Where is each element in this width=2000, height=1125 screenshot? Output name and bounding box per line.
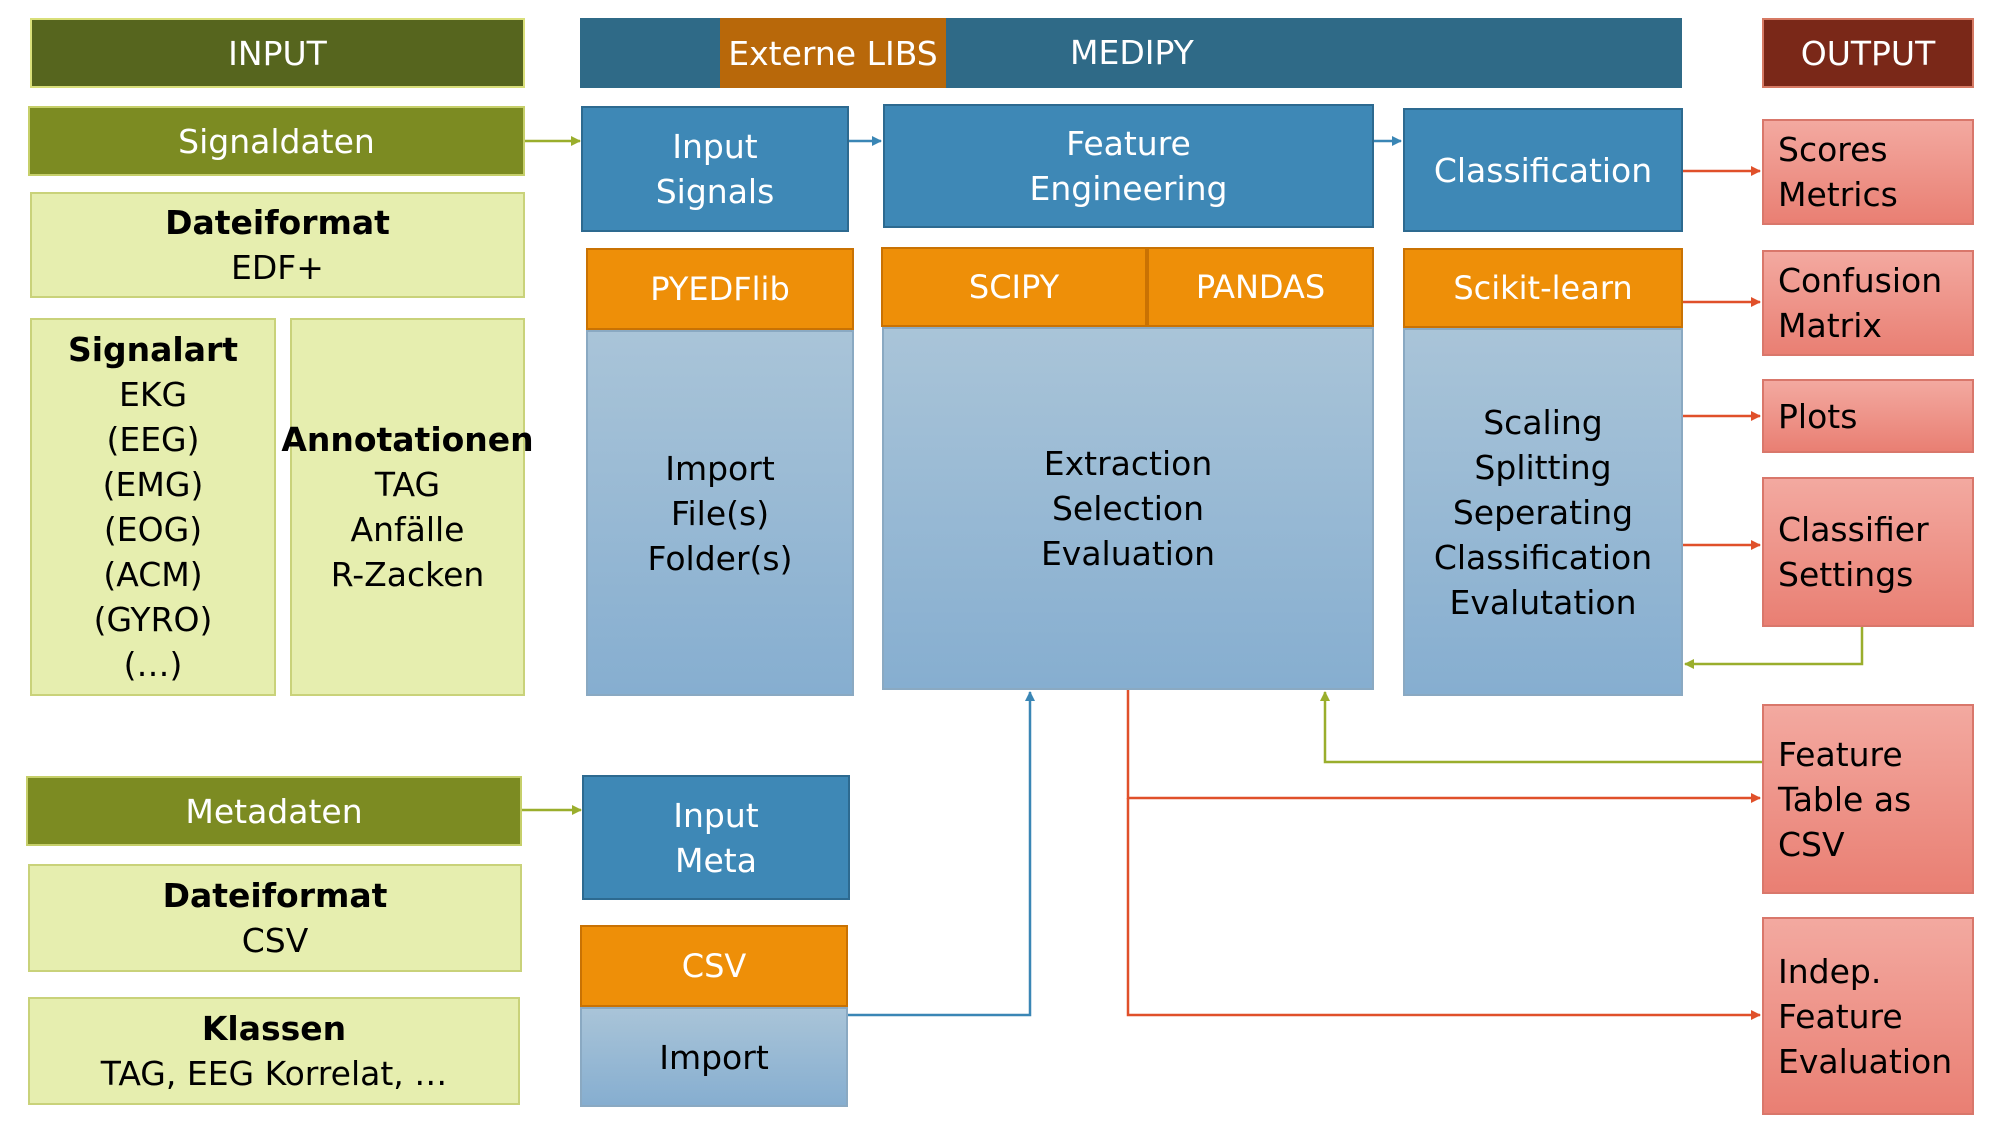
signaldaten-bar: Signaldaten <box>28 106 525 176</box>
output-plots-label: Plots <box>1778 396 1858 436</box>
csv-lib-box: CSV <box>580 925 848 1007</box>
output-feature-table-line: Table as <box>1778 779 1912 819</box>
output-scores-box: Scores Metrics <box>1762 119 1974 225</box>
signaldaten-label: Signaldaten <box>178 121 375 161</box>
annotationen-item: Anfälle <box>350 510 465 549</box>
klassen-box: Klassen TAG, EEG Korrelat, … <box>28 997 520 1105</box>
dateiformat-signal-box: Dateiformat EDF+ <box>30 192 525 298</box>
csv-lib-label: CSV <box>681 947 747 985</box>
pyedflib-box: PYEDFlib <box>586 248 854 330</box>
input-meta-box: Input Meta <box>582 775 850 900</box>
arrow-to-feature-table <box>1126 690 1761 803</box>
signalart-item: (EOG) <box>103 510 203 549</box>
metadaten-bar: Metadaten <box>26 776 522 846</box>
classification-steps-box: Scaling Splitting Seperating Classificat… <box>1403 328 1683 696</box>
signalart-title: Signalart <box>67 330 239 369</box>
feature-engineering-box: Feature Engineering <box>883 104 1374 228</box>
output-feature-table-box: Feature Table as CSV <box>1762 704 1974 894</box>
output-classifier-line: Settings <box>1778 555 1914 594</box>
extraction-step: Extraction <box>1043 444 1213 483</box>
dateiformat-signal-title: Dateiformat <box>165 203 390 242</box>
output-confusion-line: Confusion <box>1778 261 1943 300</box>
output-indep-box: Indep. Feature Evaluation <box>1762 917 1974 1115</box>
output-plots-box: Plots <box>1762 379 1974 453</box>
import-step: Folder(s) <box>647 538 793 578</box>
signalart-item: (EEG) <box>106 420 200 459</box>
import-steps-box: Import File(s) Folder(s) <box>586 330 854 696</box>
pandas-label: PANDAS <box>1195 268 1326 306</box>
output-scores-line: Scores <box>1778 130 1888 169</box>
output-indep-line: Indep. <box>1778 951 1882 991</box>
arrow-classifier-settings-feedback <box>1684 627 1864 669</box>
input-signals-box: Input Signals <box>581 106 849 232</box>
output-scores-line: Metrics <box>1778 175 1898 214</box>
externe-libs-label: Externe LIBS <box>720 18 946 88</box>
output-header: OUTPUT <box>1762 18 1974 88</box>
arrow-feature-table-feedback <box>1320 691 1762 764</box>
signalart-box: Signalart EKG (EEG) (EMG) (EOG) (ACM) (G… <box>30 318 276 696</box>
classification-label: Classification <box>1433 150 1653 190</box>
arrow-to-indep-evaluation <box>1126 798 1761 1020</box>
medipy-title: MEDIPY <box>1070 33 1194 72</box>
output-classifier-line: Classifier <box>1778 510 1929 549</box>
output-header-label: OUTPUT <box>1800 33 1936 73</box>
annotationen-item: TAG <box>374 465 441 504</box>
annotationen-title: Annotationen <box>281 420 534 459</box>
extraction-step: Selection <box>1051 489 1205 528</box>
feature-engineering-line: Feature <box>1066 124 1191 163</box>
scipy-box: SCIPY <box>881 247 1147 327</box>
input-signals-line: Signals <box>655 172 775 211</box>
klassen-value: TAG, EEG Korrelat, … <box>100 1054 448 1093</box>
input-meta-line: Meta <box>675 840 757 880</box>
csv-import-box: Import <box>580 1007 848 1107</box>
dateiformat-meta-value: CSV <box>241 921 309 960</box>
classification-step: Scaling <box>1483 402 1603 442</box>
extraction-step: Evaluation <box>1040 534 1216 573</box>
output-classifier-box: Classifier Settings <box>1762 477 1974 627</box>
classification-step: Splitting <box>1474 447 1612 487</box>
feature-engineering-line: Engineering <box>1029 169 1228 208</box>
output-indep-line: Evaluation <box>1778 1041 1953 1081</box>
input-signals-line: Input <box>672 127 758 166</box>
dateiformat-meta-box: Dateiformat CSV <box>28 864 522 972</box>
signalart-item: (…) <box>123 645 183 684</box>
classification-box: Classification <box>1403 108 1683 232</box>
metadaten-label: Metadaten <box>185 791 363 831</box>
input-header-label: INPUT <box>228 33 327 73</box>
pandas-box: PANDAS <box>1147 247 1374 327</box>
signalart-item: (EMG) <box>102 465 204 504</box>
classification-step: Classification <box>1433 537 1653 577</box>
output-feature-table-line: Feature <box>1778 734 1903 774</box>
scikit-learn-box: Scikit-learn <box>1403 248 1683 328</box>
classification-step: Evalutation <box>1449 582 1637 622</box>
annotationen-box: Annotationen TAG Anfälle R-Zacken <box>281 318 534 696</box>
arrow-csv-import-to-extraction <box>848 691 1035 1017</box>
output-feature-table-line: CSV <box>1778 824 1845 864</box>
signalart-item: (ACM) <box>103 555 203 594</box>
signalart-item: EKG <box>118 375 188 414</box>
import-step: Import <box>665 448 775 488</box>
externe-libs-text: Externe LIBS <box>728 33 938 73</box>
csv-import-label: Import <box>659 1037 769 1077</box>
klassen-title: Klassen <box>201 1009 347 1048</box>
signalart-item: (GYRO) <box>93 600 213 639</box>
annotationen-item: R-Zacken <box>330 555 485 594</box>
output-confusion-line: Matrix <box>1778 306 1882 345</box>
scipy-label: SCIPY <box>968 268 1060 306</box>
dateiformat-signal-value: EDF+ <box>231 248 324 287</box>
pyedflib-label: PYEDFlib <box>650 270 790 308</box>
output-confusion-box: Confusion Matrix <box>1762 250 1974 356</box>
import-step: File(s) <box>670 493 770 533</box>
dateiformat-meta-title: Dateiformat <box>162 876 388 915</box>
output-indep-line: Feature <box>1778 996 1903 1036</box>
extraction-steps-box: Extraction Selection Evaluation <box>882 327 1374 690</box>
input-header: INPUT <box>30 18 525 88</box>
input-meta-line: Input <box>673 795 759 835</box>
classification-step: Seperating <box>1452 492 1634 532</box>
scikit-learn-label: Scikit-learn <box>1453 269 1633 307</box>
